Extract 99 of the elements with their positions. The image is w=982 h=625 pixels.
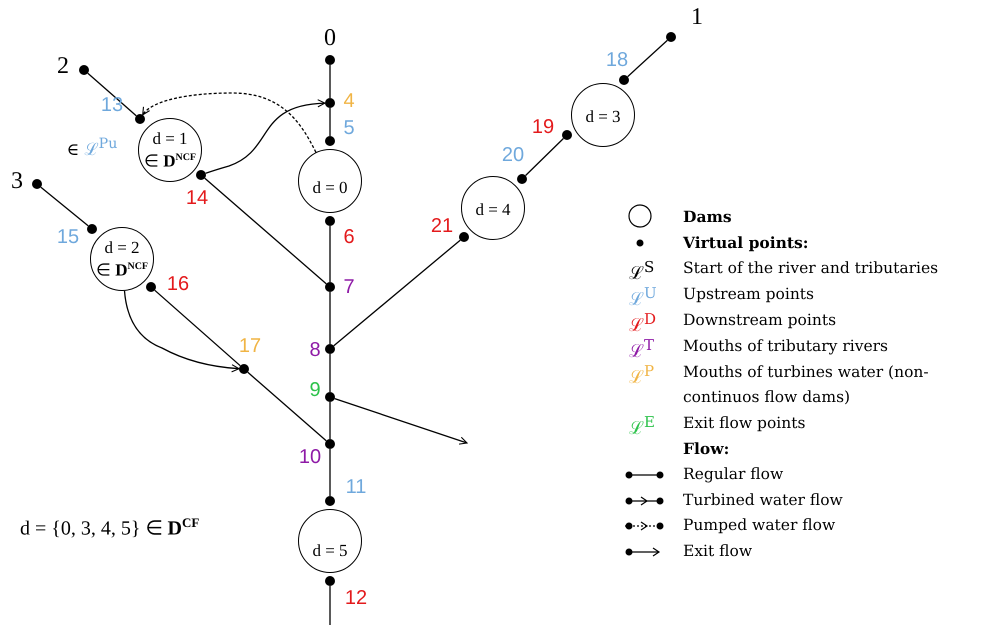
dam-label: d = 4 bbox=[475, 200, 511, 218]
river-line bbox=[329, 402, 331, 439]
dam-circle bbox=[461, 176, 525, 240]
legend-text: Pumped water flow bbox=[683, 515, 836, 536]
legend-text: Dams bbox=[683, 206, 732, 228]
legend-symbol: ℒ$^{P}$ bbox=[629, 361, 654, 389]
legend-text: Regular flow bbox=[683, 464, 784, 485]
virtual-point bbox=[325, 392, 335, 402]
dam-circle bbox=[571, 83, 635, 147]
curved-flow-arrow bbox=[124, 290, 240, 372]
dam-label: d = 2 bbox=[104, 238, 140, 258]
virtual-point bbox=[619, 75, 629, 85]
point-number: 3 bbox=[11, 170, 23, 192]
river-line bbox=[329, 108, 331, 136]
river-line bbox=[329, 354, 331, 392]
note-text: d = {0, 3, 4, 5} ∈ D$^{CF}$ bbox=[20, 515, 200, 541]
point-number: 16 bbox=[166, 273, 190, 295]
virtual-point bbox=[325, 576, 335, 586]
point-number: 8 bbox=[309, 339, 321, 361]
point-number: 6 bbox=[343, 226, 355, 248]
legend-symbol: ℒ$^{U}$ bbox=[629, 283, 657, 311]
river-line bbox=[40, 186, 89, 226]
virtual-point bbox=[135, 114, 145, 124]
river-line bbox=[329, 586, 331, 625]
dam-label: d = 5 bbox=[312, 540, 348, 560]
legend-text: Start of the river and tributaries bbox=[683, 258, 938, 279]
legend-text: Exit flow points bbox=[683, 413, 806, 434]
point-number: 2 bbox=[57, 55, 69, 77]
point-number: 14 bbox=[186, 187, 208, 209]
virtual-point bbox=[87, 224, 97, 234]
point-number: 18 bbox=[606, 49, 628, 71]
virtual-point bbox=[325, 55, 335, 65]
virtual-point bbox=[325, 496, 335, 506]
legend-text: Downstream points bbox=[683, 310, 836, 331]
virtual-point bbox=[32, 179, 42, 189]
virtual-point bbox=[146, 282, 156, 292]
legend-text: Mouths of turbines water (non-continuos flow dams) bbox=[683, 362, 930, 408]
dam-label: ∈ D$^{NCF}$ bbox=[144, 150, 196, 171]
point-number: 13 bbox=[100, 94, 124, 116]
virtual-point bbox=[459, 232, 469, 242]
dam-label: d = 0 bbox=[312, 178, 348, 196]
point-number: 7 bbox=[343, 276, 355, 298]
dam-circle bbox=[138, 118, 202, 182]
dashed-flow-arrow bbox=[142, 92, 316, 153]
river-line bbox=[525, 138, 564, 176]
point-number: 12 bbox=[344, 587, 368, 609]
set-membership-label: ∈ ℒ$^{Pu}$ bbox=[66, 136, 118, 160]
dam-label: d = 1 bbox=[152, 129, 188, 148]
legend-text: Flow: bbox=[683, 438, 730, 460]
dam-circle bbox=[298, 149, 362, 213]
legend-text: Virtual points: bbox=[683, 232, 809, 254]
point-number: 11 bbox=[346, 476, 366, 498]
point-number: 4 bbox=[343, 90, 355, 112]
point-number: 15 bbox=[56, 226, 80, 248]
river-line bbox=[333, 240, 461, 346]
legend-text: Turbined water flow bbox=[683, 490, 843, 511]
river-line bbox=[627, 40, 668, 78]
river-line bbox=[329, 226, 331, 282]
river-line bbox=[329, 65, 331, 98]
virtual-point bbox=[325, 439, 335, 449]
point-number: 9 bbox=[309, 379, 321, 401]
virtual-point bbox=[325, 98, 335, 108]
point-number: 19 bbox=[532, 116, 554, 138]
river-line bbox=[329, 292, 331, 344]
river-line bbox=[247, 372, 327, 442]
virtual-point bbox=[666, 32, 676, 42]
legend-text: Upstream points bbox=[683, 284, 814, 305]
virtual-point bbox=[325, 136, 335, 146]
point-number: 21 bbox=[430, 215, 454, 237]
river-line bbox=[87, 72, 137, 116]
virtual-point bbox=[325, 344, 335, 354]
virtual-point bbox=[562, 130, 572, 140]
flow-arrow bbox=[334, 398, 468, 445]
river-line bbox=[329, 449, 331, 496]
river-line bbox=[154, 290, 241, 366]
legend-text: Mouths of tributary rivers bbox=[683, 336, 888, 357]
virtual-point bbox=[196, 170, 206, 180]
dam-circle bbox=[90, 227, 154, 291]
river-line bbox=[204, 178, 327, 284]
legend-text: Exit flow bbox=[683, 541, 752, 562]
virtual-point bbox=[517, 174, 527, 184]
dam-label: ∈ D$^{NCF}$ bbox=[96, 260, 148, 280]
virtual-point bbox=[325, 282, 335, 292]
legend-symbol: ℒ$^{E}$ bbox=[629, 412, 655, 440]
dam-circle bbox=[298, 509, 362, 573]
legend-symbol: ℒ$^{T}$ bbox=[629, 335, 654, 363]
virtual-point bbox=[325, 216, 335, 226]
virtual-point bbox=[239, 364, 249, 374]
point-number: 5 bbox=[343, 117, 355, 139]
point-number: 0 bbox=[324, 27, 336, 49]
point-number: 1 bbox=[691, 6, 703, 28]
dam-label: d = 3 bbox=[585, 106, 621, 126]
curved-flow-arrow bbox=[205, 100, 326, 174]
point-number: 10 bbox=[298, 446, 322, 468]
point-number: 20 bbox=[502, 144, 524, 166]
legend-symbol: ℒ$^{S}$ bbox=[629, 257, 654, 285]
legend-symbol: ℒ$^{D}$ bbox=[629, 309, 656, 337]
point-number: 17 bbox=[238, 335, 262, 357]
virtual-point bbox=[79, 65, 89, 75]
